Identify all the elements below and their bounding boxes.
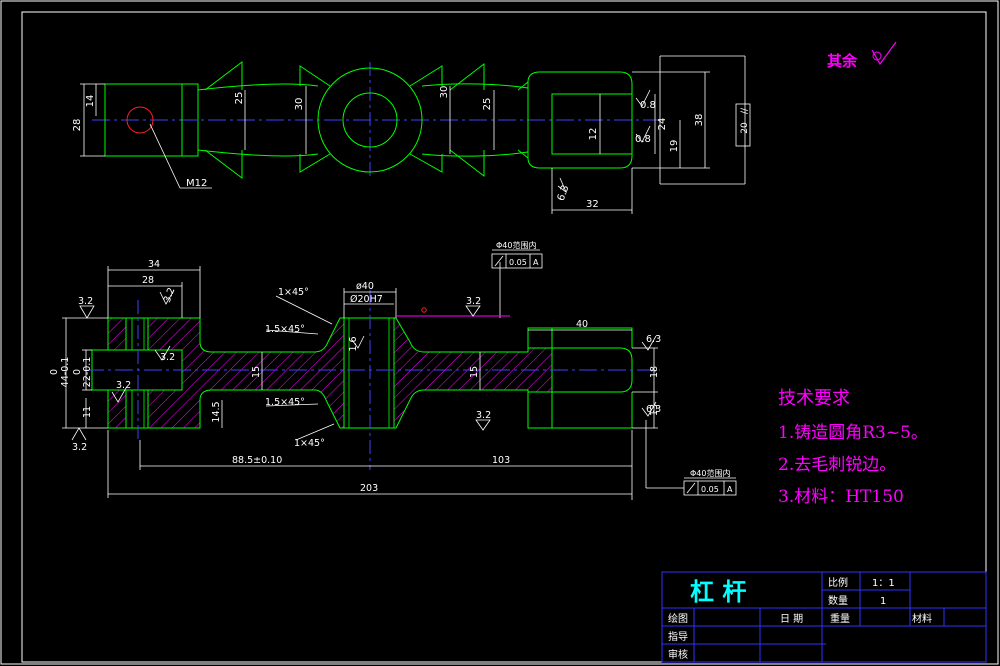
rough-8: 6.3 bbox=[646, 334, 661, 345]
tech-req-item-1: 1.铸造圆角R3~5。 bbox=[778, 423, 928, 443]
gdt2-datum: A bbox=[727, 485, 733, 494]
top-view bbox=[80, 55, 751, 214]
gdt1-note: Φ40范围内 bbox=[496, 240, 536, 250]
top-dim-30b: 30 bbox=[439, 86, 450, 99]
surface-note: 其余 bbox=[827, 41, 897, 70]
top-dim-25b: 25 bbox=[482, 98, 493, 111]
rough-9: 6.3 bbox=[646, 404, 661, 415]
gdt1-datum: A bbox=[533, 258, 539, 267]
top-gdt-20: 20 bbox=[740, 122, 750, 134]
surface-note-text: 其余 bbox=[827, 52, 858, 70]
tech-req-item-2: 2.去毛刺锐边。 bbox=[778, 455, 896, 475]
gdt2-note: Φ40范围内 bbox=[690, 468, 730, 478]
dim-11: 11 bbox=[82, 406, 93, 418]
tech-requirements: 技术要求 1.铸造圆角R3~5。 2.去毛刺锐边。 3.材料：HT150 bbox=[778, 388, 928, 507]
scale-value: 1：1 bbox=[872, 578, 895, 589]
dim-15b: 15 bbox=[469, 366, 480, 378]
dim-103: 103 bbox=[492, 455, 510, 466]
chamfer-1: 1×45° bbox=[278, 287, 309, 298]
chamfer-3: 1.5×45° bbox=[265, 397, 305, 408]
rough-7: 1.6 bbox=[348, 336, 359, 351]
front-view bbox=[86, 290, 660, 470]
top-dim-38: 38 bbox=[694, 114, 705, 127]
rough-2: 3.2 bbox=[162, 286, 178, 304]
gdt1-value: 0.05 bbox=[509, 258, 527, 267]
qty-label: 数量 bbox=[828, 594, 848, 607]
dim-22-upper: 0 bbox=[72, 369, 83, 375]
dim-44: 44-0.1 bbox=[60, 357, 71, 388]
hub-inner bbox=[342, 92, 398, 148]
title-block bbox=[661, 571, 987, 663]
dim-44-upper: 0 bbox=[49, 369, 60, 375]
top-dim-14: 14 bbox=[85, 95, 96, 108]
qty-value: 1 bbox=[880, 596, 886, 607]
dim-40-dia: ø40 bbox=[356, 281, 374, 292]
chamfer-2: 1.5×45° bbox=[265, 324, 305, 335]
review-label: 审核 bbox=[668, 648, 688, 661]
top-dim-24: 24 bbox=[657, 118, 668, 131]
gdt-frame-1 bbox=[491, 253, 543, 269]
clevis-slot bbox=[551, 93, 633, 155]
roughness-circle-icon bbox=[872, 51, 882, 61]
rough-1: 3.2 bbox=[78, 296, 93, 307]
top-rough-63: 6.3 bbox=[556, 184, 572, 203]
weight-label: 重量 bbox=[830, 612, 850, 625]
gdt2-value: 0.05 bbox=[701, 485, 719, 494]
clevis-outer bbox=[527, 71, 633, 169]
gdt-frame-2 bbox=[683, 480, 737, 496]
top-left-boss bbox=[104, 83, 199, 157]
top-dim-32: 32 bbox=[586, 199, 599, 210]
guide-label: 指导 bbox=[668, 630, 688, 643]
rough-5: 3.2 bbox=[72, 442, 87, 453]
material-label: 材料 bbox=[912, 612, 932, 625]
top-dim-19: 19 bbox=[669, 140, 680, 153]
drawn-label: 绘图 bbox=[668, 612, 688, 625]
dim-34: 34 bbox=[148, 259, 160, 270]
dim-13: 13 bbox=[649, 404, 660, 416]
rough-4: 3.2 bbox=[116, 380, 131, 391]
rough-6: 3.2 bbox=[466, 296, 481, 307]
chamfer-4: 1×45° bbox=[294, 438, 325, 449]
dim-20h7: Ø20H7 bbox=[350, 294, 383, 305]
top-gdt-parallel: // bbox=[740, 107, 750, 114]
top-rough-08a: 0.8 bbox=[640, 100, 656, 111]
dim-203: 203 bbox=[360, 483, 378, 494]
tech-req-title: 技术要求 bbox=[778, 388, 850, 409]
threaded-hole bbox=[126, 106, 154, 134]
dim-40: 40 bbox=[576, 319, 588, 330]
top-dim-25a: 25 bbox=[234, 92, 245, 105]
dim-18: 18 bbox=[649, 366, 660, 378]
top-dim-12: 12 bbox=[588, 128, 599, 141]
thread-label: M12 bbox=[186, 178, 207, 189]
center-bore bbox=[343, 317, 395, 429]
rough-10: 3.2 bbox=[476, 410, 491, 421]
scale-label: 比例 bbox=[828, 576, 848, 589]
dim-88-5: 88.5±0.10 bbox=[232, 455, 282, 466]
dim-28: 28 bbox=[142, 275, 154, 286]
roughness-symbol-icon bbox=[871, 41, 897, 66]
hub-outer bbox=[317, 67, 423, 173]
dim-15a: 15 bbox=[251, 366, 262, 378]
top-dim-28: 28 bbox=[72, 119, 83, 132]
dim-14-5: 14.5 bbox=[211, 401, 222, 422]
tech-req-item-3: 3.材料：HT150 bbox=[778, 487, 904, 507]
dim-22: 22-0.1 bbox=[82, 357, 93, 388]
rough-3: 3.2 bbox=[160, 352, 175, 363]
inner-frame bbox=[21, 11, 987, 663]
part-name: 杠 杆 bbox=[690, 578, 746, 606]
date-label: 日 期 bbox=[780, 613, 803, 625]
top-dim-30a: 30 bbox=[294, 98, 305, 111]
